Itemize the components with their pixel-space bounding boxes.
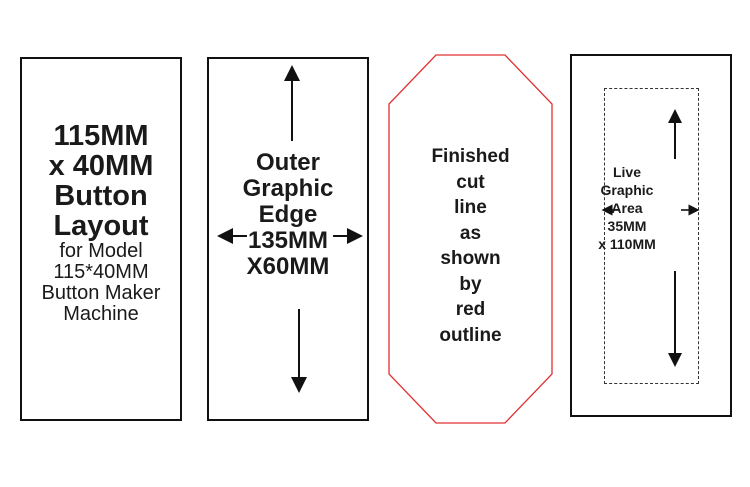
outer-graphic-edge-panel: Outer Graphic Edge 135MM X60MM (207, 57, 369, 421)
button-label: Button (54, 180, 148, 212)
live-graphic-label: Graphic (600, 182, 654, 198)
cut-label: cut (456, 171, 485, 193)
machine-label: Machine (63, 303, 139, 325)
by-label: by (459, 273, 482, 295)
outline-label: outline (439, 324, 502, 346)
red-cut-outline (388, 54, 553, 424)
size-width-label: x 40MM (48, 150, 154, 182)
live-label: Live (612, 164, 641, 180)
graphic-label: Graphic (242, 175, 334, 202)
area-label: Area (611, 200, 643, 216)
size-height-label: 115MM (53, 120, 149, 152)
edge-label: Edge (258, 201, 318, 228)
line-label: line (454, 197, 487, 218)
model-number-label: 115*40MM (53, 261, 149, 283)
as-label: as (459, 222, 482, 244)
outer-edge-text: Outer Graphic Edge 135MM X60MM (209, 150, 367, 280)
for-model-label: for Model (59, 240, 143, 262)
live-width-label: 35MM (607, 218, 647, 234)
outer-width-label: X60MM (246, 253, 330, 280)
layout-title-panel: 115MM x 40MM Button Layout for Model 115… (20, 57, 182, 421)
button-maker-label: Button Maker (41, 282, 161, 304)
live-area-text: Live Graphic Area 35MM x 110MM (548, 163, 706, 253)
shown-label: shown (440, 248, 501, 269)
live-graphic-area-panel: Live Graphic Area 35MM x 110MM (570, 54, 732, 417)
layout-title-text: 115MM x 40MM Button Layout for Model 115… (22, 121, 180, 325)
outer-label: Outer (255, 149, 320, 176)
outer-height-label: 135MM (247, 227, 329, 254)
layout-label: Layout (53, 210, 149, 242)
cut-outline-shape (388, 54, 553, 424)
live-area-dashed-box (604, 88, 699, 384)
outer-edge-arrows (217, 65, 363, 393)
live-height-label: x 110MM (598, 236, 656, 252)
cut-line-panel: Finished cut line as shown by red outlin… (388, 54, 553, 424)
finished-label: Finished (431, 146, 510, 167)
cut-line-text: Finished cut line as shown by red outlin… (388, 144, 553, 348)
red-label: red (455, 299, 486, 320)
live-area-arrows (601, 109, 700, 367)
